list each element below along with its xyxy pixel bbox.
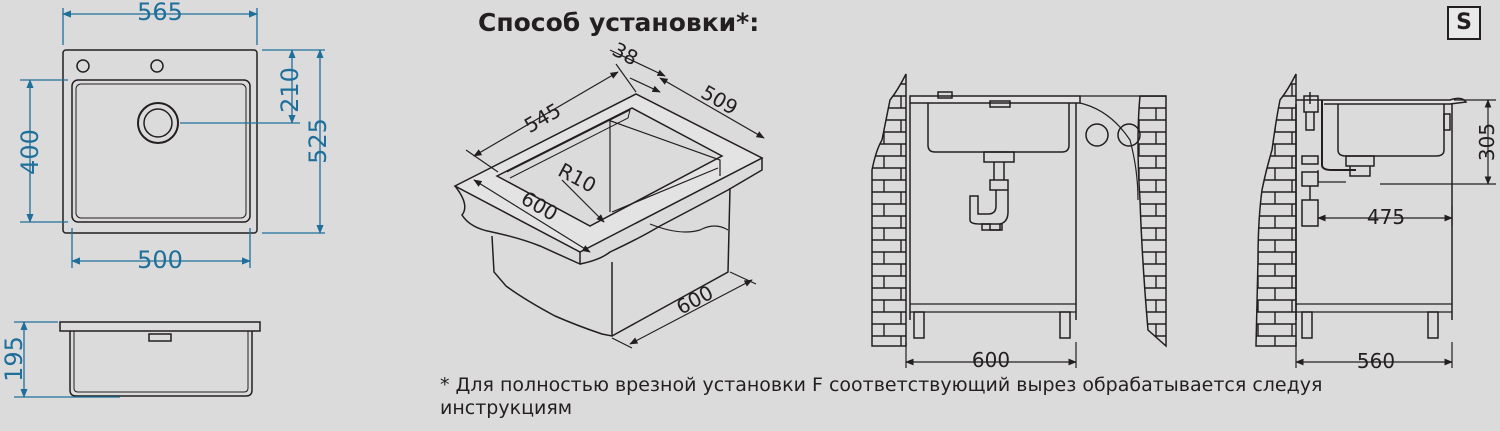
dim-height-bowl: 400 [16,129,44,175]
wall-left-front [871,73,907,347]
side-view-dimensions [14,321,120,398]
drain-front [983,151,1015,163]
front-view [871,73,1167,348]
front-view-dimensions [905,342,1077,368]
leg-right-profile [1427,311,1439,339]
leg-right-front [1059,311,1071,339]
countertop-profile [1296,97,1468,105]
valve-profile-bottom [1301,155,1319,227]
bowl-side [69,331,253,397]
installation-title: Способ установки*: [478,8,760,37]
drain-inner [143,108,173,138]
side-view [59,321,261,397]
drain-outer [137,102,179,144]
sink-bowl-profile [1337,104,1445,157]
dim-height-profile: 305 [1475,123,1499,161]
dim-offset-profile: 475 [1367,205,1405,229]
profile-view-dimensions [1295,99,1496,368]
sink-rim-side [59,321,261,332]
drain-profile [1345,155,1375,177]
dim-cabinet-front: 600 [972,348,1010,372]
wall-profile [1255,73,1297,347]
dim-drain-offset: 210 [276,67,304,113]
leg-left-profile [1301,311,1313,339]
bowl-inner-top [75,83,247,219]
drain-cap-1 [1085,123,1109,147]
dim-depth-side: 195 [0,336,28,382]
overflow-side [148,333,172,342]
top-view [62,49,258,234]
bowl-outline-top [71,79,251,223]
cabinet-left-iso [491,235,613,337]
dim-length-iso: 545 [520,98,565,138]
sink-bowl-front [927,103,1070,153]
overflow-front [989,100,1011,108]
dim-width-outer: 565 [137,0,183,26]
installation-footnote: * Для полностью врезной установки F соот… [440,374,1323,419]
pipe-profile [1321,100,1356,171]
siphon-front [969,162,1009,231]
dim-width-iso: 509 [697,80,742,120]
countertop-front [909,95,1081,104]
cabinet-sides-front [909,103,1077,320]
wall-right-front [1137,95,1167,348]
drain-cap-2 [1117,123,1141,147]
dim-height-outer: 525 [304,118,332,164]
installation-type-badge: S [1447,6,1481,40]
leg-left-front [913,311,925,339]
dim-width-inner: 500 [137,246,183,274]
dim-rim-iso: 38 [608,37,642,70]
valve-profile-top [1303,92,1319,131]
top-view-dimensions [20,8,325,268]
dim-cabinet-depth-iso: 600 [672,280,717,319]
tap-hole-right [150,59,164,73]
dim-depth-profile: 560 [1357,349,1395,373]
sink-outline-top [62,49,258,234]
profile-view [1255,73,1468,347]
tap-hole-left [76,59,90,73]
iso-view-dimensions [465,49,765,349]
